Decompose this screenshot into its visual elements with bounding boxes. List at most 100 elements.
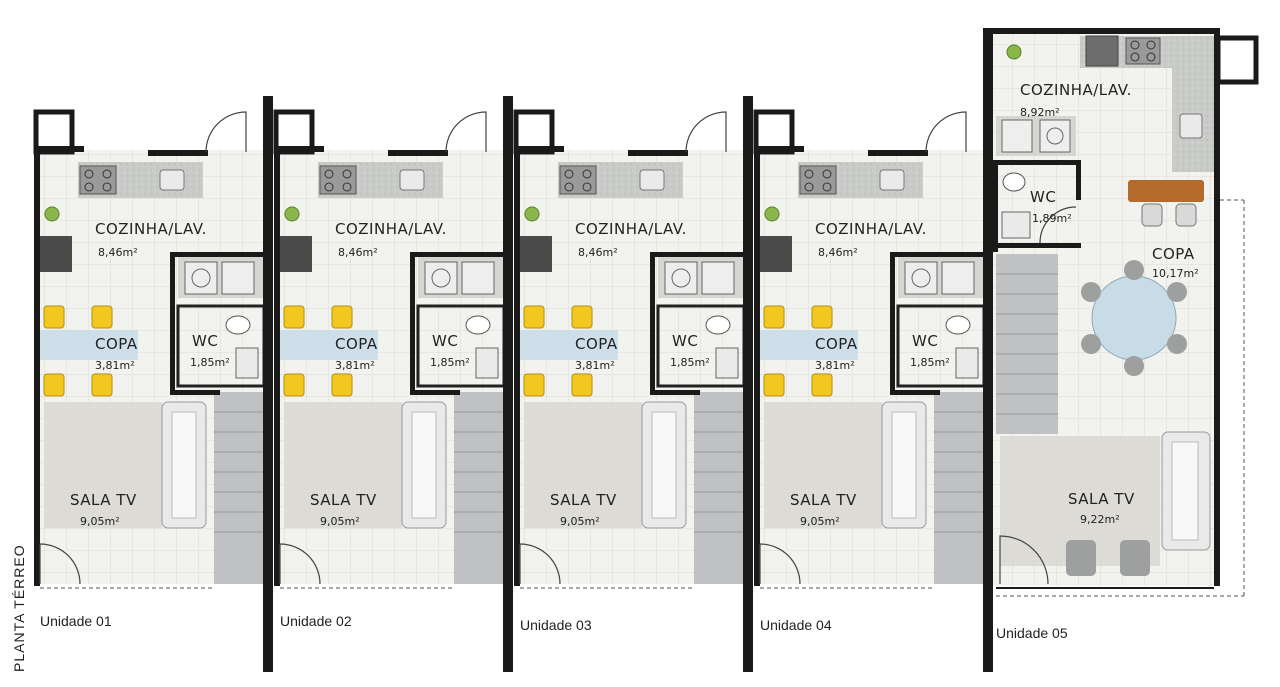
stove-icon	[559, 165, 597, 195]
dining-area: 3,81m²	[815, 359, 855, 372]
door-swing	[445, 111, 487, 153]
wc-area: 1,85m²	[430, 356, 470, 369]
washer-icon	[424, 261, 458, 295]
wc-area: 1,85m²	[910, 356, 950, 369]
floor-title: PLANTA TÉRREO	[11, 544, 27, 672]
living-area: 9,05m²	[80, 515, 120, 528]
basin-icon	[475, 347, 499, 379]
chair-icon	[1081, 334, 1101, 354]
plant-icon	[44, 206, 60, 222]
living-name: SALA TV	[550, 491, 617, 509]
wc-name: WC	[432, 332, 458, 350]
door-swing	[205, 111, 247, 153]
chair-icon	[571, 373, 593, 397]
door-swing	[685, 111, 727, 153]
wc-area: 1,85m²	[190, 356, 230, 369]
stool-icon	[1175, 203, 1197, 227]
living-name: SALA TV	[790, 491, 857, 509]
kitchen-area: 8,46m²	[98, 246, 138, 259]
window	[33, 109, 75, 155]
staircase	[694, 392, 744, 584]
dining-table	[38, 330, 138, 360]
fridge-icon	[518, 236, 552, 272]
washer-icon	[184, 261, 218, 295]
tank-icon	[1001, 119, 1033, 153]
kitchen-name: COZINHA/LAV.	[815, 220, 927, 238]
tank-icon	[701, 261, 735, 295]
basin-icon	[1001, 211, 1031, 239]
toilet-icon	[705, 315, 731, 335]
chair-icon	[331, 305, 353, 329]
basin-icon	[235, 347, 259, 379]
living-name: SALA TV	[310, 491, 377, 509]
party-wall	[983, 28, 993, 672]
living-name: SALA TV	[70, 491, 137, 509]
kitchen-name: COZINHA/LAV.	[95, 220, 207, 238]
chair-icon	[283, 373, 305, 397]
chair-icon	[283, 305, 305, 329]
dining-name: COPA	[1152, 245, 1195, 263]
chair-icon	[763, 305, 785, 329]
wc-name: WC	[912, 332, 938, 350]
chair-icon	[1124, 260, 1144, 280]
kitchen-area: 8,46m²	[818, 246, 858, 259]
kitchen-name: COZINHA/LAV.	[335, 220, 447, 238]
dining-area: 3,81m²	[95, 359, 135, 372]
wc-name: WC	[1030, 188, 1056, 206]
living-area: 9,22m²	[1080, 513, 1120, 526]
party-wall	[503, 96, 513, 672]
rug	[764, 402, 882, 528]
door-swing	[999, 535, 1049, 585]
dining-name: COPA	[575, 335, 618, 353]
chair-icon	[811, 305, 833, 329]
unit-01: COZINHA/LAV. 8,46m² COPA 3,81m² WC 1,85m…	[33, 109, 266, 629]
stove-icon	[79, 165, 117, 195]
chair-icon	[1124, 356, 1144, 376]
dining-table	[278, 330, 378, 360]
chair-icon	[811, 373, 833, 397]
tank-icon	[941, 261, 975, 295]
kitchen-name: COZINHA/LAV.	[575, 220, 687, 238]
door-swing	[1039, 206, 1077, 244]
side-counter	[1172, 36, 1214, 172]
armchair-icon	[1120, 540, 1150, 576]
door-swing	[39, 543, 81, 585]
basin-icon	[955, 347, 979, 379]
living-name: SALA TV	[1068, 490, 1135, 508]
wc-name: WC	[672, 332, 698, 350]
dining-table	[758, 330, 858, 360]
staircase	[996, 254, 1058, 434]
fridge-icon	[38, 236, 72, 272]
staircase	[934, 392, 984, 584]
dining-name: COPA	[815, 335, 858, 353]
unit-04: COZINHA/LAV. 8,46m² COPA 3,81m² WC 1,85m…	[753, 109, 986, 633]
rug	[284, 402, 402, 528]
toilet-icon	[225, 315, 251, 335]
unit-03: COZINHA/LAV. 8,46m² COPA 3,81m² WC 1,85m…	[513, 109, 746, 633]
chair-icon	[331, 373, 353, 397]
dining-name: COPA	[95, 335, 138, 353]
unit-name: Unidade 01	[40, 613, 112, 629]
dining-area: 10,17m²	[1152, 267, 1199, 280]
unit-name: Unidade 05	[996, 625, 1068, 641]
plant-icon	[284, 206, 300, 222]
party-wall	[263, 96, 273, 672]
tank-icon	[221, 261, 255, 295]
sink-icon	[159, 169, 185, 191]
chair-icon	[763, 373, 785, 397]
rug	[44, 402, 162, 528]
wc-area: 1,85m²	[670, 356, 710, 369]
bar-counter	[1128, 180, 1204, 202]
sink-icon	[1179, 113, 1203, 139]
kitchen-area: 8,46m²	[578, 246, 618, 259]
window	[273, 109, 315, 155]
fridge-icon	[1085, 35, 1119, 67]
toilet-icon	[465, 315, 491, 335]
washer-icon	[904, 261, 938, 295]
unit-name: Unidade 04	[760, 617, 832, 633]
chair-icon	[91, 305, 113, 329]
fridge-icon	[758, 236, 792, 272]
window	[753, 109, 795, 155]
toilet-icon	[945, 315, 971, 335]
